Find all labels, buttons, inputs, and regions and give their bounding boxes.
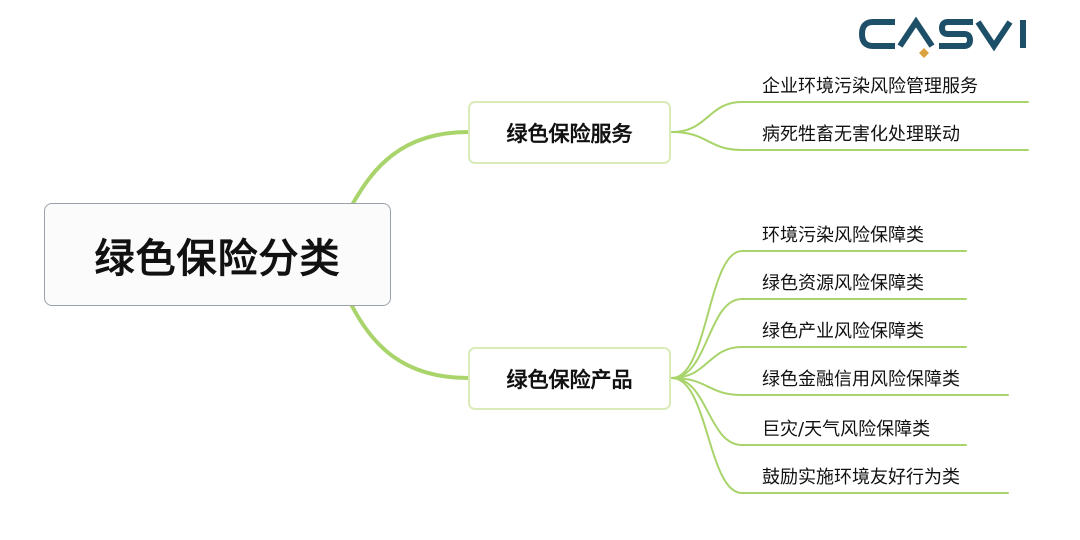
connector-product-1: [671, 250, 967, 379]
casvi-logo: [858, 12, 1048, 60]
connector-product-5: [671, 377, 967, 446]
leaf-product-6[interactable]: 鼓励实施环境友好行为类: [762, 467, 960, 488]
leaf-product-4[interactable]: 绿色金融信用风险保障类: [762, 369, 960, 390]
leaf-service-1[interactable]: 企业环境污染风险管理服务: [762, 76, 978, 97]
branch-node-products[interactable]: 绿色保险产品: [468, 347, 671, 410]
leaf-product-2[interactable]: 绿色资源风险保障类: [762, 273, 924, 294]
connector-root-products: [350, 304, 470, 380]
leaf-service-2[interactable]: 病死牲畜无害化处理联动: [762, 124, 960, 145]
connector-product-6: [671, 377, 1009, 494]
connector-product-2: [671, 298, 967, 379]
casvi-logo-mark: [858, 16, 1026, 58]
connector-product-3: [671, 346, 967, 379]
root-node[interactable]: 绿色保险分类: [44, 203, 391, 306]
connector-service-2: [671, 131, 1029, 151]
leaf-product-1[interactable]: 环境污染风险保障类: [762, 225, 924, 246]
leaf-product-5[interactable]: 巨灾/天气风险保障类: [762, 419, 931, 440]
connector-root-services: [350, 130, 470, 207]
leaf-product-3[interactable]: 绿色产业风险保障类: [762, 321, 924, 342]
branch-node-services[interactable]: 绿色保险服务: [468, 101, 671, 164]
connector-service-1: [671, 101, 1029, 133]
connector-product-4: [671, 377, 1009, 396]
